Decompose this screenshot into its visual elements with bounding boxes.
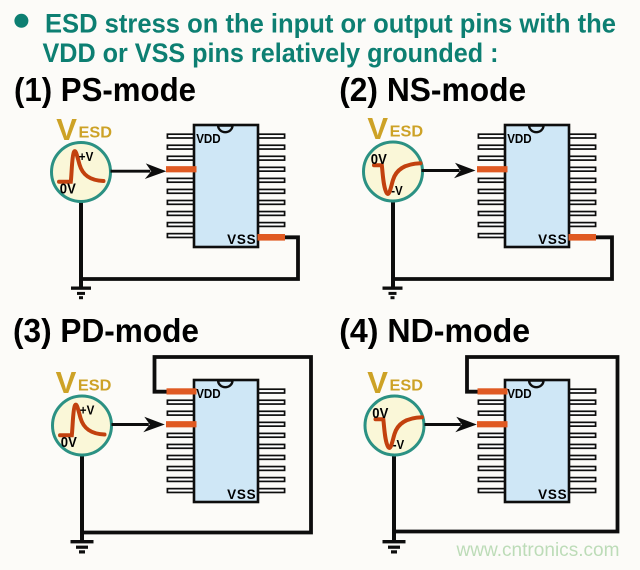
svg-text:(3) PD-mode: (3) PD-mode — [13, 312, 199, 349]
svg-text:+V: +V — [79, 149, 94, 164]
svg-text:VDD: VDD — [196, 387, 221, 401]
svg-text:VSS: VSS — [227, 232, 256, 247]
svg-text:V: V — [56, 365, 77, 400]
svg-text:VSS: VSS — [227, 487, 256, 502]
svg-text:0V: 0V — [60, 182, 76, 198]
svg-text:www.cntronics.com: www.cntronics.com — [456, 539, 620, 561]
svg-text:VSS: VSS — [538, 232, 567, 247]
svg-text:(2) NS-mode: (2) NS-mode — [339, 71, 526, 108]
svg-text:ESD: ESD — [79, 124, 113, 141]
svg-text:0V: 0V — [371, 152, 387, 168]
svg-text:0V: 0V — [372, 406, 388, 422]
svg-text:ESD: ESD — [390, 378, 424, 395]
svg-text:0V: 0V — [61, 435, 77, 451]
svg-text:VDD: VDD — [507, 132, 532, 146]
svg-text:-V: -V — [391, 183, 403, 198]
svg-text:ESD: ESD — [390, 124, 424, 141]
svg-text:VDD: VDD — [196, 132, 221, 146]
svg-text:V: V — [367, 365, 388, 400]
svg-text:(4) ND-mode: (4) ND-mode — [339, 312, 530, 349]
svg-text:V: V — [56, 112, 77, 147]
svg-text:V: V — [367, 111, 388, 146]
svg-text:ESD: ESD — [78, 378, 112, 395]
svg-text:VDD or VSS pins relatively gro: VDD or VSS pins relatively grounded : — [43, 38, 499, 68]
svg-text:(1) PS-mode: (1) PS-mode — [14, 71, 196, 108]
svg-text:+V: +V — [80, 403, 95, 418]
svg-text:-V: -V — [393, 437, 405, 452]
svg-text:ESD stress on the input or out: ESD stress on the input or output pins w… — [45, 9, 616, 39]
svg-text:VSS: VSS — [538, 487, 567, 502]
svg-text:VDD: VDD — [507, 387, 532, 401]
